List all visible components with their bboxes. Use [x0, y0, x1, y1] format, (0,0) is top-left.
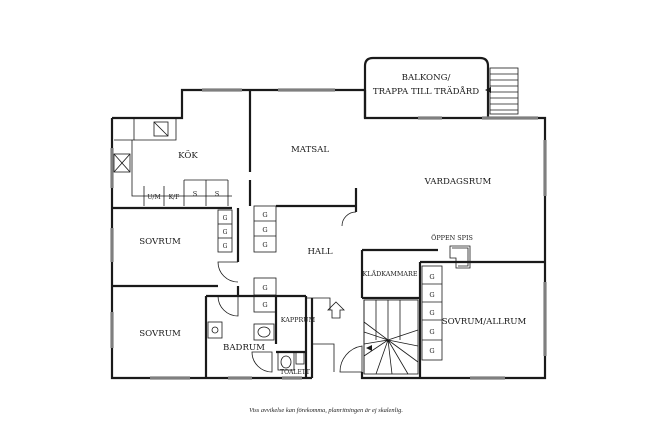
label-cabinet-r3: G [429, 309, 434, 317]
label-balcony-stairs: TRAPPA TILL TRÄDÅRD [373, 85, 479, 97]
label-cabinet-k1: G [223, 215, 228, 222]
label-cabinet-h1: G [262, 211, 267, 219]
label-living: VARDAGSRUM [424, 177, 492, 187]
kitchen-counter [113, 118, 232, 206]
label-dishwasher: U/M [147, 194, 160, 201]
fireplace [449, 245, 471, 269]
label-cabinet-r1: G [429, 273, 434, 281]
label-cabinet-r4: G [429, 328, 434, 336]
label-bathroom: BADRUM [223, 343, 265, 353]
label-dining: MATSAL [291, 145, 329, 155]
label-cabinet-r5: G [429, 347, 434, 355]
bathroom-fixtures [207, 321, 305, 373]
windows [110, 88, 547, 380]
label-toilet: TOALETT [280, 369, 310, 376]
label-cloakroom: KAPPRUM [281, 316, 316, 324]
staircase [363, 299, 419, 375]
label-bedroom-1: SOVRUM [139, 237, 181, 247]
cabinets [217, 205, 443, 361]
fixture-labels: U/M K/F S S G G G G G G G G G G G G G [147, 190, 434, 355]
label-cabinet-h3: G [262, 241, 267, 249]
stair-direction-icon [366, 345, 372, 351]
room-labels: BALKONG/ TRAPPA TILL TRÄDÅRD KÖK MATSAL … [139, 73, 526, 376]
label-hall: HALL [307, 247, 332, 257]
label-cabinet-h2: G [262, 226, 267, 234]
label-cabinet-r2: G [429, 291, 434, 299]
label-fridge-freezer: K/F [169, 194, 180, 201]
label-cabinet-k3: G [223, 243, 228, 250]
stair-arrow-icon [485, 87, 491, 93]
balcony [363, 56, 519, 118]
label-fireplace: ÖPPEN SPIS [431, 233, 473, 242]
doors [217, 211, 363, 373]
label-cabinet-c1: G [262, 284, 267, 292]
label-balcony: BALKONG/ [402, 73, 451, 83]
label-cabinet-c2: G [262, 301, 267, 309]
label-closet: KLÄDKAMMARE [362, 269, 417, 278]
label-bedroom-2: SOVRUM [139, 329, 181, 339]
label-wardrobe-1: S [193, 190, 198, 198]
label-kitchen: KÖK [178, 149, 198, 161]
label-bedroom-family: SOVRUM/ALLRUM [442, 317, 527, 327]
disclaimer: Viss avvikelse kan förekomma, planritnin… [249, 407, 403, 414]
label-wardrobe-2: S [215, 190, 220, 198]
label-cabinet-k2: G [223, 229, 228, 236]
